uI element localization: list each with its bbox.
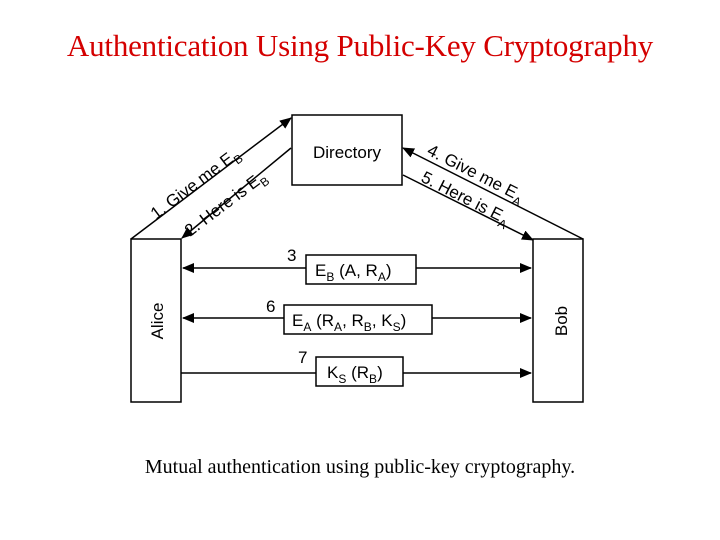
step-6-number: 6: [266, 297, 275, 316]
message-7-box: [315, 356, 404, 387]
arrow-alice-to-directory: [130, 117, 292, 240]
step-3-number: 3: [287, 246, 296, 265]
slide-title: Authentication Using Public-Key Cryptogr…: [66, 28, 654, 63]
directory-node: Directory: [291, 114, 403, 186]
step-7-number: 7: [298, 348, 307, 367]
alice-label: Alice: [148, 303, 167, 340]
directory-label: Directory: [313, 143, 382, 162]
message-3-text: EB (A, RA): [315, 261, 392, 284]
bob-node: Bob: [532, 238, 584, 403]
arrow-bob-to-directory: [402, 147, 584, 240]
message-3-box: [305, 254, 417, 285]
alice-node: Alice: [130, 238, 182, 403]
slide-caption: Mutual authentication using public-key c…: [144, 456, 576, 478]
arrow-directory-to-alice: [181, 147, 292, 239]
bob-label: Bob: [552, 306, 571, 336]
message-6-box: [283, 304, 433, 335]
message-6-text: EA (RA, RB, KS): [292, 311, 406, 334]
message-7-text: KS (RB): [327, 363, 383, 386]
arrow-directory-to-bob: [402, 174, 534, 241]
